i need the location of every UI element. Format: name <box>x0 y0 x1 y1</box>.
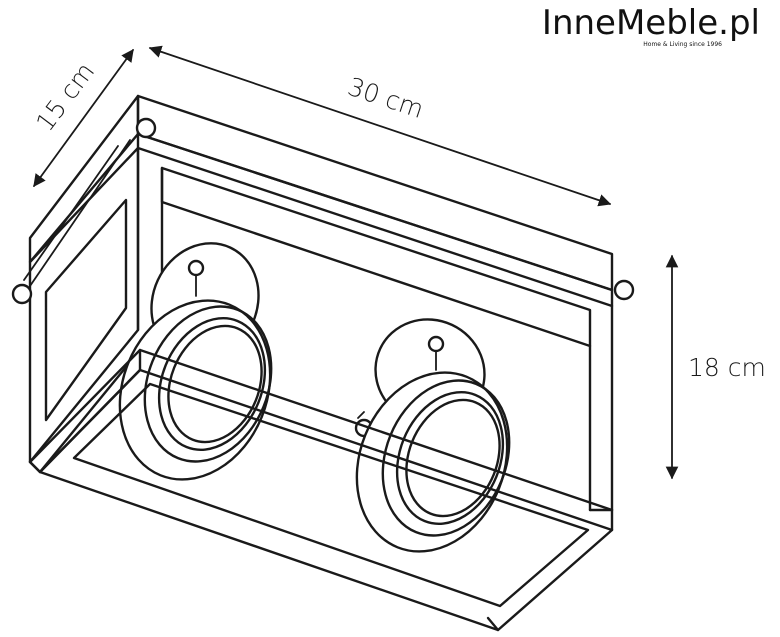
spotlight-left <box>118 242 273 481</box>
height-label: 18 cm <box>688 353 766 382</box>
mounting-screws <box>11 117 635 305</box>
depth-label: 15 cm <box>30 57 100 137</box>
brand-name: InneMeble.pl <box>542 3 760 43</box>
spotlight-right <box>355 318 511 553</box>
width-label: 30 cm <box>344 72 427 124</box>
depth-arrow <box>33 48 134 188</box>
lamp-illustration <box>11 94 635 632</box>
width-dimension: 30 cm <box>148 45 612 207</box>
depth-dimension: 15 cm <box>30 48 134 188</box>
front-frame <box>28 304 614 632</box>
brand-logo: InneMeble.pl Home & Living since 1996 <box>542 3 760 48</box>
brand-tagline: Home & Living since 1996 <box>643 41 722 48</box>
height-dimension: 18 cm <box>665 254 766 480</box>
width-arrow <box>148 45 612 207</box>
